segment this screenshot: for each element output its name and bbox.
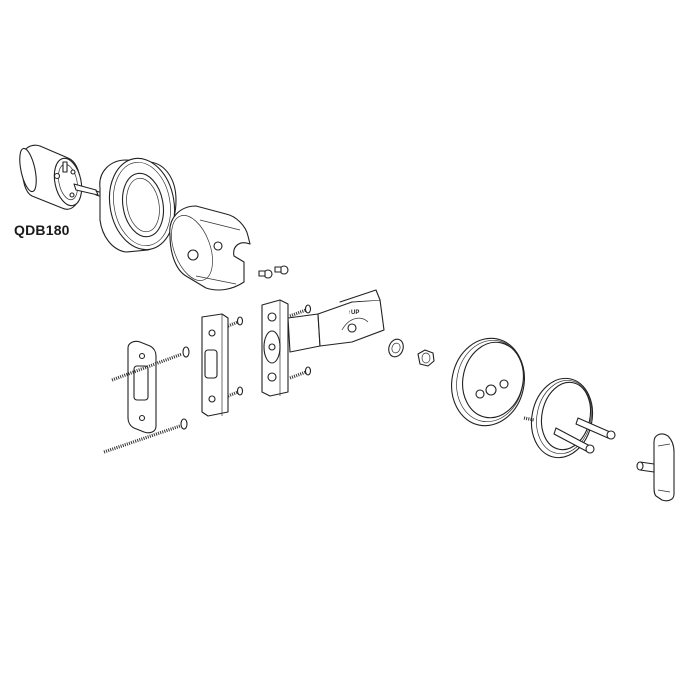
latch-bolt-part: ↑UP xyxy=(261,289,385,397)
mounting-housing-part xyxy=(169,205,251,291)
exterior-rose-part xyxy=(99,157,177,253)
hex-nut-part xyxy=(417,349,435,367)
lock-washer-part xyxy=(388,338,404,358)
reinforcer-plate-part xyxy=(103,340,190,454)
strike-plate-part xyxy=(201,313,244,417)
thumbturn-part xyxy=(636,433,675,502)
small-screws-part xyxy=(258,265,289,279)
model-label: QDB180 xyxy=(14,222,70,238)
interior-rose-part xyxy=(451,337,525,427)
up-marking: ↑UP xyxy=(348,310,359,316)
cylinder-part xyxy=(19,144,123,210)
interior-mounting-plate-part xyxy=(523,377,616,459)
